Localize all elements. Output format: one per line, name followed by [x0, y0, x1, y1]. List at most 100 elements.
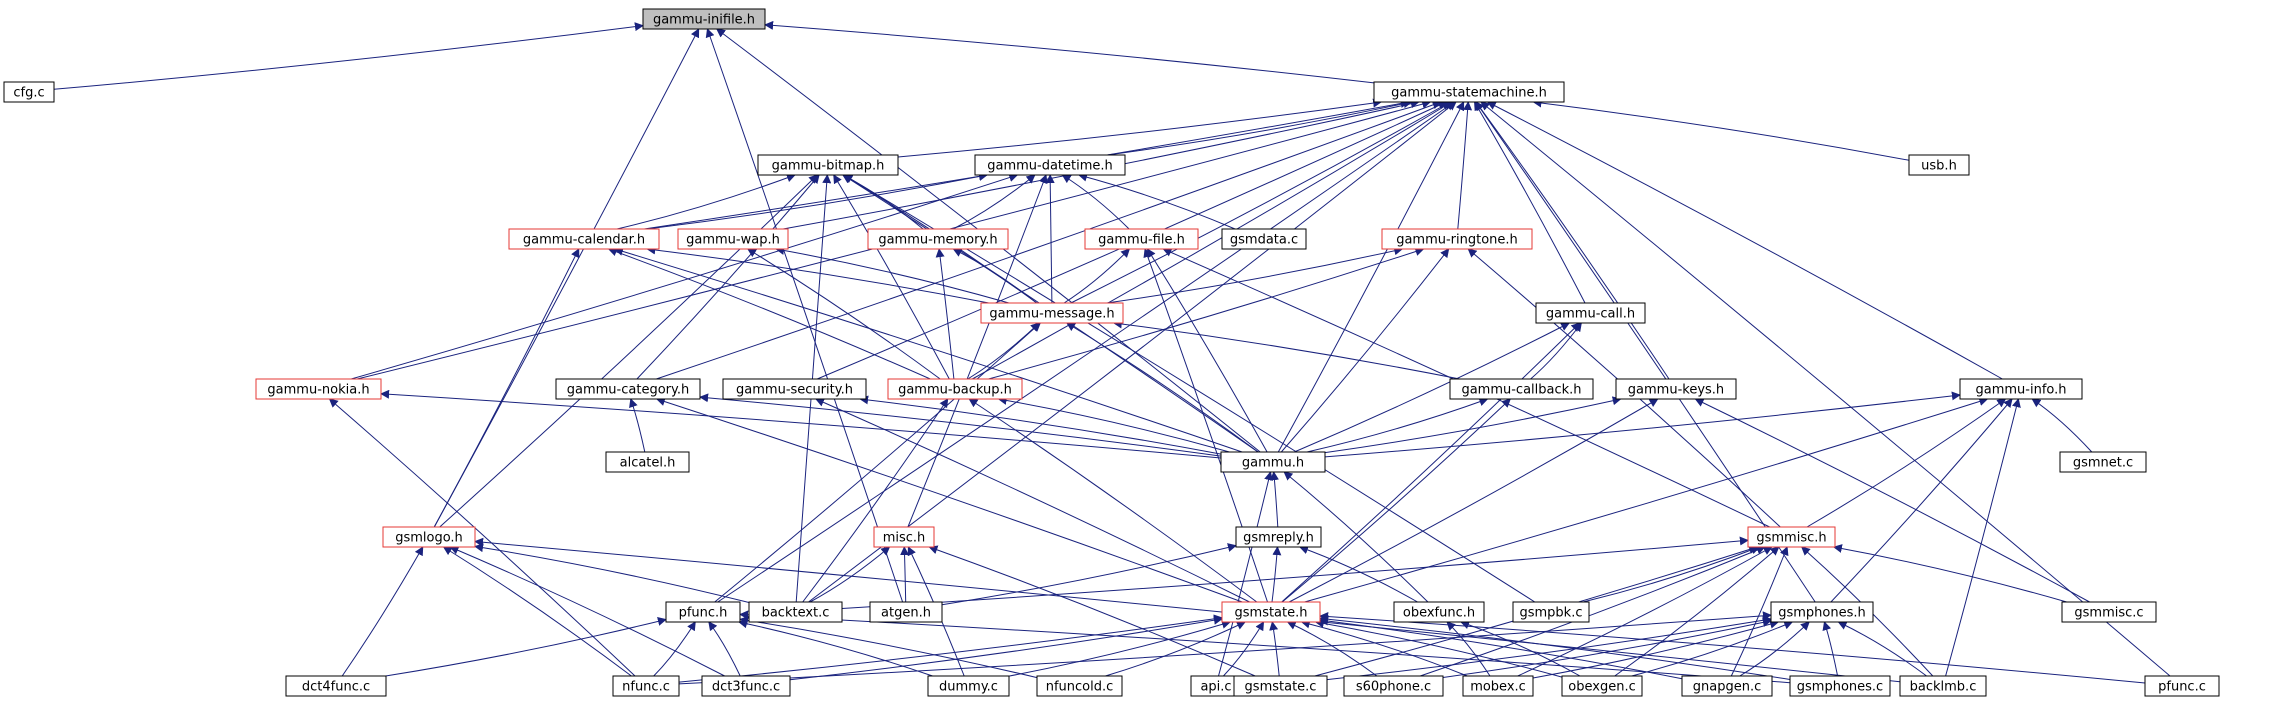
dependency-edge	[815, 398, 1250, 603]
node-gammu-calendar-h[interactable]: gammu-calendar.h	[508, 228, 660, 250]
node-label: gsmlogo.h	[395, 531, 463, 546]
node-label: gammu-datetime.h	[987, 159, 1113, 174]
node-box	[1084, 228, 1199, 250]
node-cfg-c[interactable]: cfg.c	[3, 81, 55, 103]
node-gsmpbk-c[interactable]: gsmpbk.c	[1512, 601, 1590, 623]
node-mobex-c[interactable]: mobex.c	[1462, 675, 1534, 697]
node-label: usb.h	[1921, 159, 1957, 174]
node-alcatel-h[interactable]: alcatel.h	[605, 451, 690, 473]
dependency-edge	[442, 546, 632, 677]
node-label: gammu-category.h	[567, 383, 689, 398]
node-gsmstate-c[interactable]: gsmstate.c	[1233, 675, 1328, 697]
node-nfuncold-c[interactable]: nfuncold.c	[1036, 675, 1123, 697]
dependency-edge	[747, 248, 941, 380]
dependency-edge	[607, 247, 931, 380]
node-gammu-security-h[interactable]: gammu-security.h	[722, 378, 867, 400]
node-gammu-nokia-h[interactable]: gammu-nokia.h	[255, 378, 382, 400]
node-label: api.c	[1200, 680, 1231, 695]
node-box	[1235, 526, 1322, 548]
node-gsmnet-c[interactable]: gsmnet.c	[2059, 451, 2147, 473]
node-gsmmisc-h[interactable]: gsmmisc.h	[1747, 526, 1836, 548]
dependency-edge	[1739, 621, 1810, 677]
node-usb-h[interactable]: usb.h	[1908, 154, 1970, 176]
node-label: gammu-inifile.h	[653, 13, 755, 28]
dependency-edge	[1299, 545, 1418, 603]
dependency-edge	[738, 619, 933, 677]
dependency-edge	[629, 398, 646, 453]
node-api-c[interactable]: api.c	[1190, 675, 1242, 697]
node-nfunc-c[interactable]: nfunc.c	[612, 675, 680, 697]
node-box	[1381, 228, 1533, 250]
dependency-edge	[1314, 618, 1563, 678]
node-atgen-h[interactable]: atgen.h	[869, 601, 943, 623]
dependency-edge	[656, 100, 1442, 380]
node-gammu-info-h[interactable]: gammu-info.h	[1959, 378, 2083, 400]
node-box	[2061, 601, 2157, 623]
node-backtext-c[interactable]: backtext.c	[748, 601, 843, 623]
node-box	[3, 81, 55, 103]
node-obexfunc-h[interactable]: obexfunc.h	[1393, 601, 1485, 623]
node-gammu-category-h[interactable]: gammu-category.h	[555, 378, 701, 400]
node-s60phone-c[interactable]: s60phone.c	[1343, 675, 1444, 697]
node-label: dct3func.c	[712, 680, 780, 695]
dependency-edge	[841, 536, 1749, 609]
node-gsmstate-h[interactable]: gsmstate.h	[1221, 601, 1321, 623]
node-gammu-bitmap-h[interactable]: gammu-bitmap.h	[757, 154, 899, 176]
node-gammu-datetime-h[interactable]: gammu-datetime.h	[974, 154, 1126, 176]
node-gammu-file-h[interactable]: gammu-file.h	[1084, 228, 1199, 250]
node-backlmb-c[interactable]: backlmb.c	[1899, 675, 1987, 697]
node-gammu-inifile-h[interactable]: gammu-inifile.h	[642, 8, 766, 30]
dependency-edge	[1288, 398, 1659, 603]
node-gammu-memory-h[interactable]: gammu-memory.h	[867, 228, 1009, 250]
dependency-edge	[907, 174, 1048, 528]
node-label: dct4func.c	[302, 680, 370, 695]
dependency-edge	[341, 546, 424, 677]
node-box	[1512, 601, 1590, 623]
node-gsmreply-h[interactable]: gsmreply.h	[1235, 526, 1322, 548]
node-gsmmisc-c[interactable]: gsmmisc.c	[2061, 601, 2157, 623]
dependency-edge	[1105, 621, 1246, 677]
node-box	[1373, 81, 1565, 103]
node-gammu-callback-h[interactable]: gammu-callback.h	[1449, 378, 1594, 400]
dependency-edge	[1460, 620, 1581, 677]
dependency-edge	[616, 173, 796, 230]
node-misc-h[interactable]: misc.h	[873, 526, 935, 548]
node-label: gammu-keys.h	[1628, 383, 1724, 398]
node-box	[701, 675, 791, 697]
node-label: gammu-file.h	[1098, 233, 1185, 248]
node-obexgen-c[interactable]: obexgen.c	[1561, 675, 1643, 697]
node-gammu-keys-h[interactable]: gammu-keys.h	[1615, 378, 1737, 400]
node-gsmphones-h[interactable]: gsmphones.h	[1770, 601, 1874, 623]
node-gammu-h[interactable]: gammu.h	[1220, 451, 1326, 473]
node-gammu-statemachine-h[interactable]: gammu-statemachine.h	[1373, 81, 1565, 103]
node-label: gammu-backup.h	[898, 383, 1012, 398]
node-dct4func-c[interactable]: dct4func.c	[285, 675, 387, 697]
dependency-edge	[1631, 620, 1794, 677]
dependency-edge	[439, 174, 818, 528]
node-gammu-backup-h[interactable]: gammu-backup.h	[887, 378, 1023, 400]
node-dummy-c[interactable]: dummy.c	[927, 675, 1010, 697]
node-label: backlmb.c	[1910, 680, 1977, 695]
node-gammu-wap-h[interactable]: gammu-wap.h	[677, 228, 789, 250]
node-gsmlogo-h[interactable]: gsmlogo.h	[382, 526, 476, 548]
dependency-edge	[928, 545, 1256, 677]
dependency-edge	[636, 174, 820, 380]
node-box	[1036, 675, 1123, 697]
node-box	[974, 154, 1126, 176]
node-gammu-call-h[interactable]: gammu-call.h	[1535, 302, 1646, 324]
node-gsmdata-c[interactable]: gsmdata.c	[1221, 228, 1307, 250]
node-box	[869, 601, 943, 623]
dependency-edge	[1045, 174, 1055, 304]
node-gammu-ringtone-h[interactable]: gammu-ringtone.h	[1381, 228, 1533, 250]
node-gnapgen-c[interactable]: gnapgen.c	[1681, 675, 1773, 697]
node-dct3func-c[interactable]: dct3func.c	[701, 675, 791, 697]
dependency-edge	[809, 546, 891, 603]
node-gammu-message-h[interactable]: gammu-message.h	[980, 302, 1124, 324]
node-label: gammu.h	[1242, 456, 1304, 471]
node-pfunc-c[interactable]: pfunc.c	[2144, 675, 2220, 697]
node-label: gammu-bitmap.h	[772, 159, 885, 174]
node-pfunc-h[interactable]: pfunc.h	[665, 601, 741, 623]
dependency-edge	[1319, 616, 1683, 680]
node-box	[1681, 675, 1773, 697]
node-gsmphones-c[interactable]: gsmphones.c	[1789, 675, 1891, 697]
